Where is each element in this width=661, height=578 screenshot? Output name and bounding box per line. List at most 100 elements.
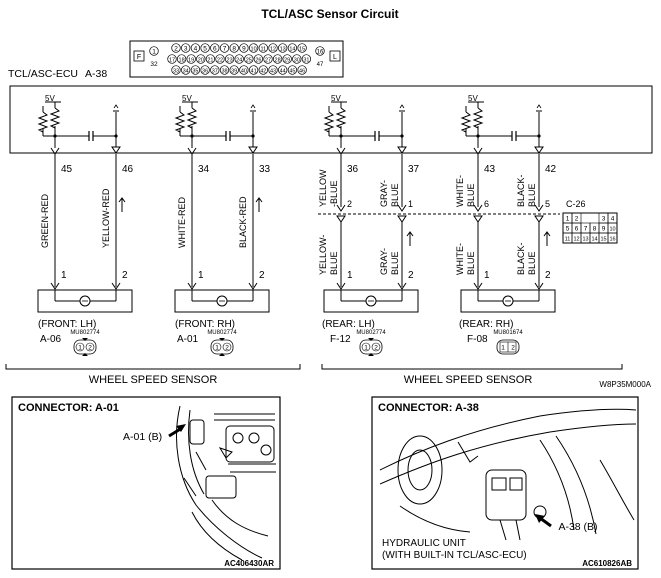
panel-right-caption-line1: HYDRAULIC UNIT bbox=[382, 538, 466, 549]
wire-color-label: WHITE- bbox=[455, 175, 465, 207]
ecu-pin-16 bbox=[315, 46, 325, 56]
ecu-pin-27 bbox=[263, 54, 273, 64]
sensor-part-number: MU802774 bbox=[356, 330, 386, 336]
ecu-pin-label: 36 bbox=[347, 164, 359, 175]
sensor-part-number: MU802774 bbox=[207, 330, 237, 336]
wire-color-label: WHITE-RED bbox=[177, 197, 187, 248]
panel-left-code: AC406430AR bbox=[224, 559, 274, 568]
engine-bay-illustration bbox=[176, 405, 276, 561]
junction-cavity: 14 bbox=[591, 237, 597, 243]
ecu-pin-number: 41 bbox=[251, 68, 257, 74]
resistor-symbol bbox=[336, 107, 346, 129]
ecu-pin-number: 13 bbox=[280, 46, 286, 52]
ecu-pin-number: 38 bbox=[221, 68, 227, 74]
front-group-brace bbox=[5, 364, 301, 370]
ecu-pin-number: 40 bbox=[241, 68, 247, 74]
ecu-pin-number: 2 bbox=[174, 45, 178, 52]
ecu-pin-number: 32 bbox=[150, 61, 158, 68]
ecu-pin-19 bbox=[186, 54, 196, 64]
ecu-pin-label: 45 bbox=[61, 164, 73, 175]
ecu-pin-number: 14 bbox=[289, 46, 295, 52]
signal-direction-arrow bbox=[406, 231, 414, 247]
ecu-pin-label: 42 bbox=[545, 164, 557, 175]
sensor-pin-label: 2 bbox=[408, 270, 414, 281]
ecu-pin-number: 12 bbox=[270, 46, 276, 52]
ecu-pin-35 bbox=[190, 65, 201, 75]
wire-color-label: BLACK-RED bbox=[238, 196, 248, 248]
sensor-location: (REAR: RH) bbox=[459, 319, 513, 330]
ecu-pin-14 bbox=[287, 43, 298, 53]
connector-a38-panel: CONNECTOR: A-38 A-38 (B) HYDRAULIC UNIT … bbox=[371, 396, 639, 570]
ecu-pin-tag-right: L bbox=[333, 54, 337, 61]
sensor-body bbox=[460, 289, 556, 313]
junction-terminal-icon bbox=[397, 215, 407, 223]
ecu-pin-number: 29 bbox=[284, 57, 290, 63]
junction-cavity: 3 bbox=[602, 216, 606, 223]
ecu-pin-5 bbox=[200, 43, 210, 53]
ecu-pin-15 bbox=[297, 43, 307, 53]
supply-voltage-label: 5V bbox=[468, 94, 478, 103]
junction-cavity: 15 bbox=[600, 237, 606, 243]
ecu-pin-1 bbox=[149, 46, 159, 56]
supply-voltage-label: 5V bbox=[45, 94, 55, 103]
sensor-connector-id: A-06 bbox=[40, 334, 62, 345]
junction-cavity: 1 bbox=[566, 216, 570, 223]
ecu-pin-number: 8 bbox=[232, 45, 236, 52]
ecu-input-circuit: 5V 34 33 bbox=[175, 94, 271, 175]
connector-cavity: 1 bbox=[78, 345, 82, 352]
sensor-pin-label: 1 bbox=[198, 270, 204, 281]
callout-arrow-icon bbox=[168, 424, 186, 438]
ecu-pin-39 bbox=[229, 65, 239, 75]
front-group-label: WHEEL SPEED SENSOR bbox=[89, 374, 218, 386]
rear-group-label: WHEEL SPEED SENSOR bbox=[404, 374, 533, 386]
sensor-pin-label: 2 bbox=[259, 270, 265, 281]
sensor-connector-id: F-08 bbox=[467, 334, 488, 345]
connector-cavity: 2 bbox=[225, 345, 229, 352]
connector-cavity: 2 bbox=[511, 345, 515, 352]
junction-cavity: 9 bbox=[602, 226, 606, 233]
junction-cavity: 7 bbox=[584, 226, 588, 233]
ecu-pin-21 bbox=[205, 54, 216, 64]
ecu-pin-number: 23 bbox=[227, 57, 233, 63]
wire-color-label: BLUE bbox=[390, 183, 400, 207]
resistor-symbol bbox=[473, 107, 483, 129]
ecu-pin-45 bbox=[287, 65, 298, 75]
ecu-pin-number: 27 bbox=[265, 57, 271, 63]
diagram-title: TCL/ASC Sensor Circuit bbox=[261, 7, 398, 21]
junction-pin-label: 1 bbox=[408, 199, 413, 209]
junction-pin-label: 6 bbox=[484, 199, 489, 209]
wire-color-label: BLUE bbox=[466, 183, 476, 207]
ecu-pin-26 bbox=[253, 54, 264, 64]
connector-a01-panel: CONNECTOR: A-01 A-01 (B) AC406430AR bbox=[11, 396, 281, 570]
ecu-pin-number: 45 bbox=[289, 68, 295, 74]
ecu-pin-label: 43 bbox=[484, 164, 496, 175]
panel-right-title: CONNECTOR: A-38 bbox=[378, 402, 479, 414]
ecu-pin-label: 34 bbox=[198, 164, 210, 175]
callout-arrow-icon bbox=[535, 514, 552, 528]
ecu-pin-number: 47 bbox=[317, 62, 324, 68]
sensor-connector-id: A-01 bbox=[177, 334, 199, 345]
junction-cavity: 13 bbox=[582, 237, 588, 243]
wire-color-label: BLACK- bbox=[516, 242, 526, 275]
hydraulic-unit-illustration bbox=[379, 408, 637, 541]
wire-color-label: GREEN-RED bbox=[40, 193, 50, 248]
ecu-label: TCL/ASC-ECU bbox=[8, 68, 78, 80]
panel-left-callout: A-01 (B) bbox=[123, 431, 162, 443]
junction-label: C-26 bbox=[566, 199, 586, 209]
wire-color-label: GRAY- bbox=[379, 180, 389, 207]
ecu-pin-label: 33 bbox=[259, 164, 271, 175]
sensor-location: (FRONT: LH) bbox=[38, 319, 96, 330]
ecu-pin-number: 1 bbox=[152, 48, 156, 55]
ecu-pin-number: 9 bbox=[242, 45, 246, 52]
ecu-pin-number: 17 bbox=[169, 57, 175, 63]
ecu-pin-28 bbox=[272, 54, 283, 64]
ecu-pin-12 bbox=[268, 43, 278, 53]
wire-color-label: YELLOW-RED bbox=[101, 188, 111, 248]
supply-voltage-label: 5V bbox=[182, 94, 192, 103]
ecu-pin-24 bbox=[234, 54, 244, 64]
ecu-pin-23 bbox=[224, 54, 235, 64]
